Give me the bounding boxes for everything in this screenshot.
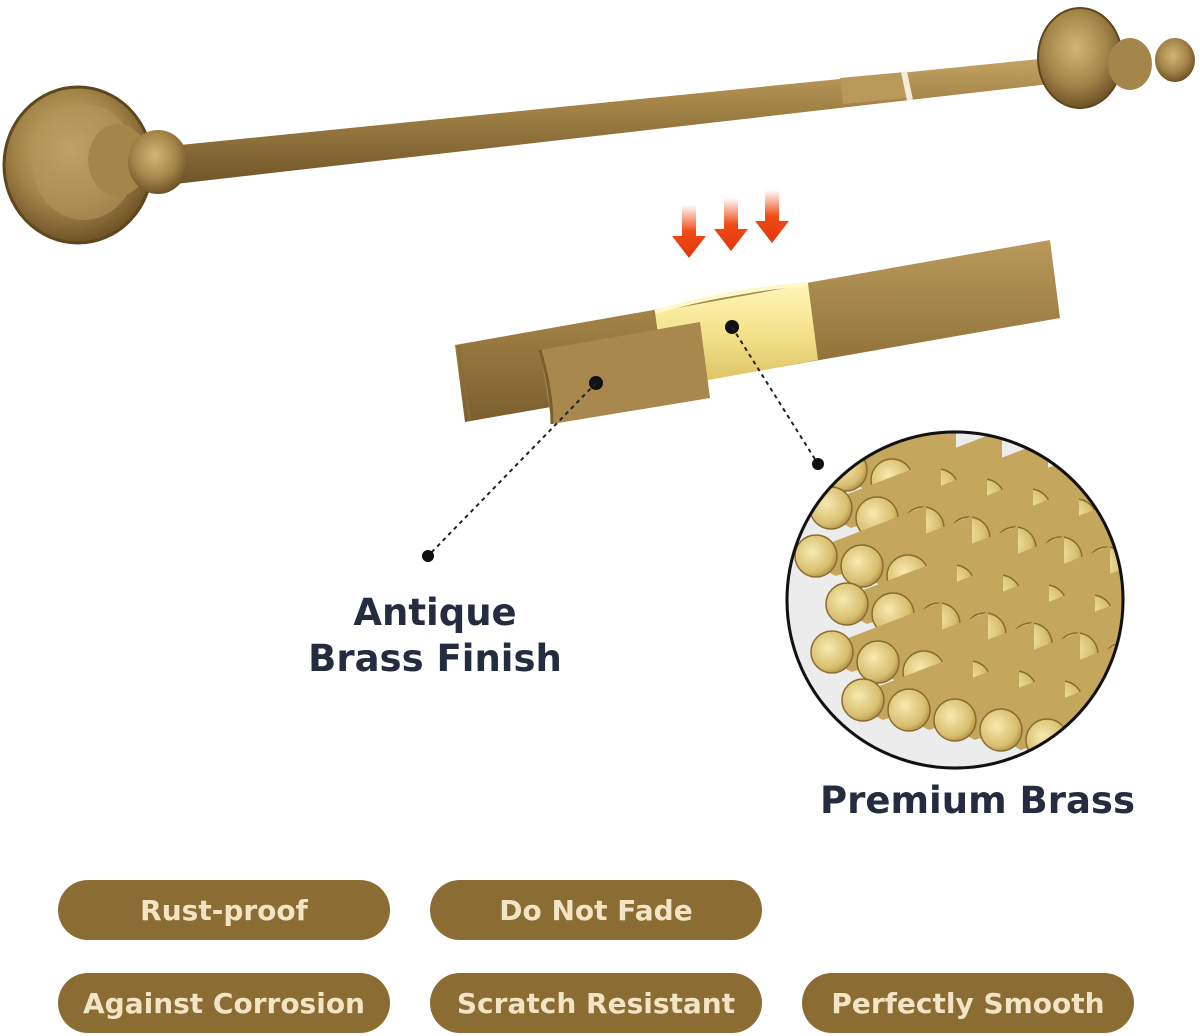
feature-badge-do-not-fade: Do Not Fade bbox=[430, 880, 762, 940]
cross-section-rod-image bbox=[422, 240, 1060, 562]
down-arrow-icon bbox=[672, 190, 789, 258]
material-callout: Premium Brass bbox=[820, 779, 1135, 822]
feature-badge-against-corrosion: Against Corrosion bbox=[58, 973, 390, 1033]
feature-badge-rust-proof: Rust-proof bbox=[58, 880, 390, 940]
brass-rods-circle-image bbox=[785, 430, 1125, 770]
feature-badge-scratch-resistant: Scratch Resistant bbox=[430, 973, 762, 1033]
finish-callout-line2: Brass Finish bbox=[308, 637, 562, 680]
finish-callout-line1: Antique bbox=[353, 591, 517, 634]
finish-callout: Antique Brass Finish bbox=[290, 590, 580, 682]
feature-badge-perfectly-smooth: Perfectly Smooth bbox=[802, 973, 1134, 1033]
towel-bar-image bbox=[2, 7, 1195, 245]
